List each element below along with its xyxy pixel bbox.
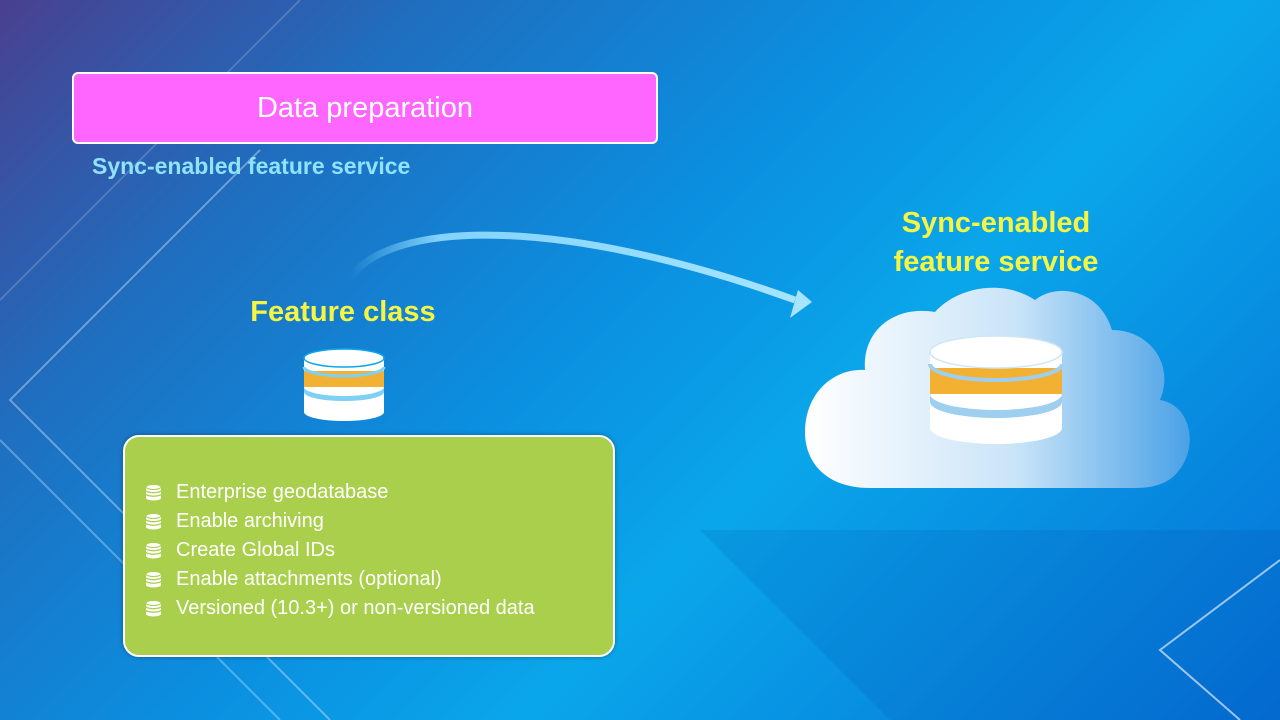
arrow-head-icon bbox=[790, 290, 812, 318]
list-item: Create Global IDs bbox=[145, 536, 535, 565]
database-icon bbox=[302, 348, 386, 421]
database-bullet-icon bbox=[145, 571, 162, 588]
sync-service-label-line1: Sync-enabled bbox=[901, 207, 1091, 239]
requirement-text: Create Global IDs bbox=[176, 539, 335, 561]
slide-subtitle: Sync-enabled feature service bbox=[92, 153, 411, 179]
list-item: Enable archiving bbox=[145, 507, 535, 536]
requirements-list: Enterprise geodatabase Enable archiving … bbox=[145, 478, 535, 623]
sync-service-label-line2: feature service bbox=[893, 246, 1099, 278]
slide-title: Data preparation bbox=[72, 72, 658, 144]
requirement-text: Versioned (10.3+) or non-versioned data bbox=[176, 597, 535, 619]
sync-service-label: Sync-enabled feature service bbox=[846, 204, 1146, 282]
requirement-text: Enterprise geodatabase bbox=[176, 481, 389, 503]
database-bullet-icon bbox=[145, 600, 162, 617]
cloud-database-icon bbox=[804, 287, 1190, 488]
requirement-text: Enable attachments (optional) bbox=[176, 568, 442, 590]
database-bullet-icon bbox=[145, 513, 162, 530]
requirement-text: Enable archiving bbox=[176, 510, 324, 532]
list-item: Versioned (10.3+) or non-versioned data bbox=[145, 594, 535, 623]
list-item: Enterprise geodatabase bbox=[145, 478, 535, 507]
database-bullet-icon bbox=[145, 484, 162, 501]
requirements-panel: Enterprise geodatabase Enable archiving … bbox=[123, 435, 615, 657]
list-item: Enable attachments (optional) bbox=[145, 565, 535, 594]
database-bullet-icon bbox=[145, 542, 162, 559]
feature-class-label: Feature class bbox=[250, 296, 436, 328]
cloud-database bbox=[928, 335, 1064, 444]
